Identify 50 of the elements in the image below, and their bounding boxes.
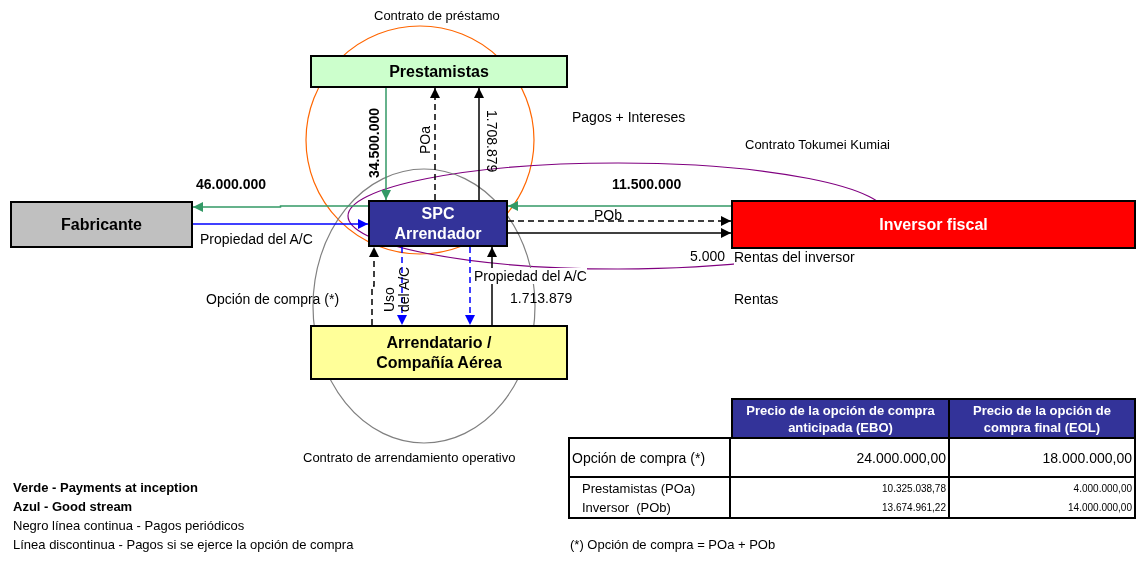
edge-label: Opción de compra (*): [206, 291, 340, 307]
edge-label: 1.708.879: [484, 110, 500, 173]
edge-label: 1.713.879: [510, 290, 573, 306]
table-row-header: Inversor (POb): [568, 498, 731, 519]
contract-label: Contrato Tokumei Kumiai: [745, 137, 890, 152]
table-cell: 4.000.000,00: [950, 478, 1136, 498]
table-row-header: Prestamistas (POa): [568, 478, 731, 498]
legend-text: Línea discontinua - Pagos si se ejerce la opción de compra: [13, 537, 354, 552]
edge-label: Uso del A/C: [382, 266, 412, 312]
contract-label: Contrato de arrendamiento operativo: [303, 450, 516, 465]
legend-text: Verde - Payments at inception: [13, 480, 198, 495]
table-cell: 24.000.000,00: [731, 437, 950, 478]
arrow: [507, 216, 732, 226]
edge-label: 34.500.000: [366, 107, 382, 178]
edge-label: Propiedad del A/C: [200, 231, 313, 247]
table-header: Precio de la opción de compra final (EOL): [950, 398, 1136, 438]
note-text: Rentas: [734, 291, 779, 307]
lessee-box: Arrendatario / Compañía Aérea: [310, 325, 568, 380]
arrow: [381, 87, 391, 201]
investor-box: Inversor fiscal: [731, 200, 1136, 249]
arrow: [465, 246, 475, 326]
edge-label: Propiedad del A/C: [474, 268, 587, 284]
arrow: [192, 219, 369, 229]
arrow: [430, 87, 440, 201]
manufacturer-box: Fabricante: [10, 201, 193, 248]
edge-label: 11.500.000: [612, 176, 682, 192]
table-row-header: Opción de compra (*): [568, 437, 731, 478]
table-header: Precio de la opción de compra anticipada (EBO): [731, 398, 950, 438]
table-cell: 14.000.000,00: [950, 498, 1136, 519]
contract-label: Contrato de préstamo: [374, 8, 500, 23]
table-cell: 13.674.961,22: [731, 498, 950, 519]
arrow: [369, 246, 379, 326]
arrow: [397, 246, 407, 326]
lender-box: Prestamistas: [310, 55, 568, 88]
footnote-text: (*) Opción de compra = POa + POb: [570, 537, 776, 552]
lessor-box: SPC Arrendador: [368, 200, 508, 247]
edge-label: POb: [594, 207, 622, 223]
arrow: [192, 202, 369, 212]
legend-text: Azul - Good stream: [13, 499, 133, 514]
amount-text: 5.000: [690, 248, 726, 264]
arrow: [474, 87, 484, 201]
table-cell: 10.325.038,78: [731, 478, 950, 498]
edge-label: 46.000.000: [196, 176, 267, 192]
arrow: [507, 228, 732, 238]
edge-label: POa: [417, 126, 433, 154]
arrow: [507, 201, 732, 211]
table-cell: 18.000.000,00: [950, 437, 1136, 478]
note-text: Pagos + Intereses: [572, 109, 686, 125]
note-text: Rentas del inversor: [734, 249, 855, 265]
legend-text: Negro línea continua - Pagos periódicos: [13, 518, 245, 533]
